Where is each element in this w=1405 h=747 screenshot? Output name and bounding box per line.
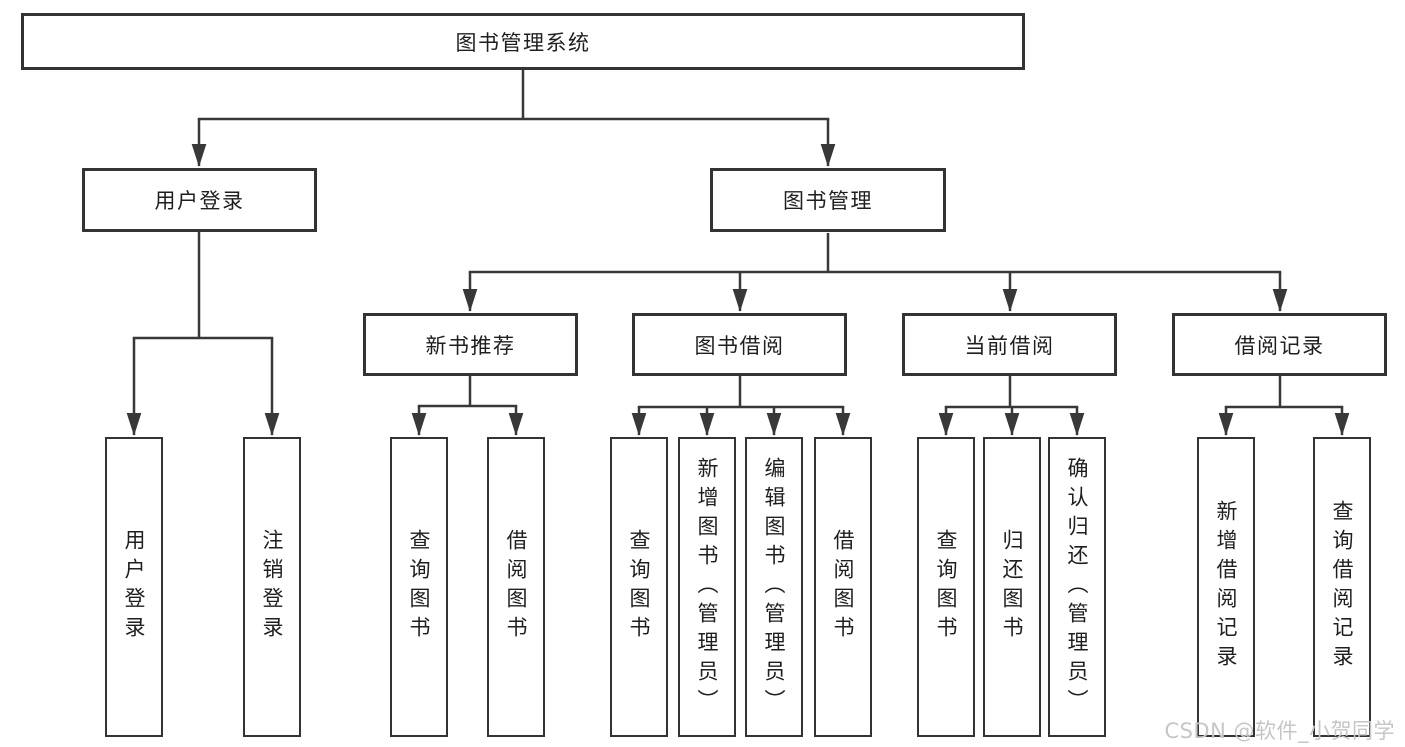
leaf-borrow-book-1: 借阅图书 [487, 437, 545, 737]
node-book-management: 图书管理 [710, 168, 946, 232]
node-book-borrow: 图书借阅 [632, 313, 847, 376]
leaf-user-login: 用户登录 [105, 437, 163, 737]
leaf-add-borrow-record: 新增借阅记录 [1197, 437, 1255, 737]
leaf-add-book-admin: 新增图书（管理员） [678, 437, 736, 737]
leaf-query-book-2: 查询图书 [610, 437, 668, 737]
node-current-borrow: 当前借阅 [902, 313, 1117, 376]
node-library-system: 图书管理系统 [21, 13, 1025, 70]
node-user-login: 用户登录 [82, 168, 317, 232]
node-borrow-records: 借阅记录 [1172, 313, 1387, 376]
node-new-book-recommend: 新书推荐 [363, 313, 578, 376]
csdn-watermark: CSDN @软件_小贺同学 [1164, 719, 1395, 743]
leaf-logout: 注销登录 [243, 437, 301, 737]
leaf-query-borrow-record: 查询借阅记录 [1313, 437, 1371, 737]
leaf-return-book: 归还图书 [983, 437, 1041, 737]
leaf-borrow-book-2: 借阅图书 [814, 437, 872, 737]
leaf-edit-book-admin: 编辑图书（管理员） [745, 437, 803, 737]
leaf-query-book-3: 查询图书 [917, 437, 975, 737]
leaf-confirm-return-admin: 确认归还（管理员） [1048, 437, 1106, 737]
leaf-query-book-1: 查询图书 [390, 437, 448, 737]
